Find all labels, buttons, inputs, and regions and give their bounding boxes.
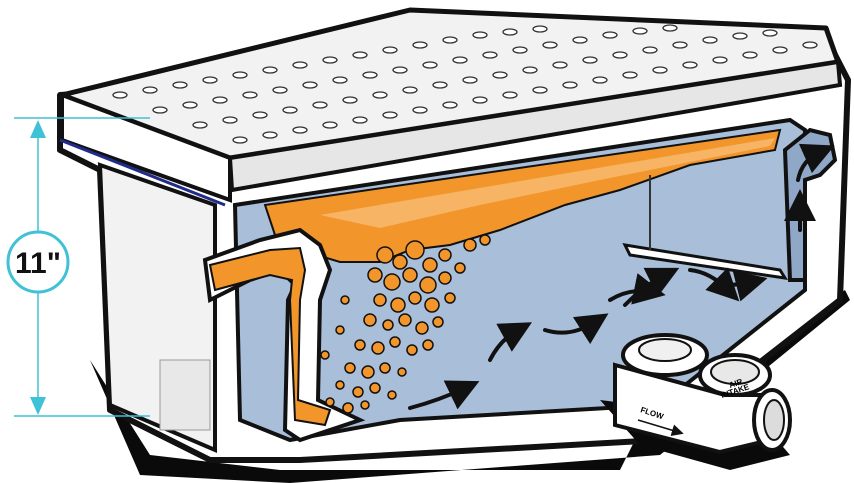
valve-outlet-end-inner — [764, 400, 784, 440]
dimension-arrow-icon — [30, 120, 46, 138]
dimension-arrow-icon — [30, 397, 46, 415]
dimension-label: 11" — [15, 247, 61, 280]
left-face-panel — [160, 360, 210, 430]
valve-top-cap-inner — [639, 339, 691, 361]
